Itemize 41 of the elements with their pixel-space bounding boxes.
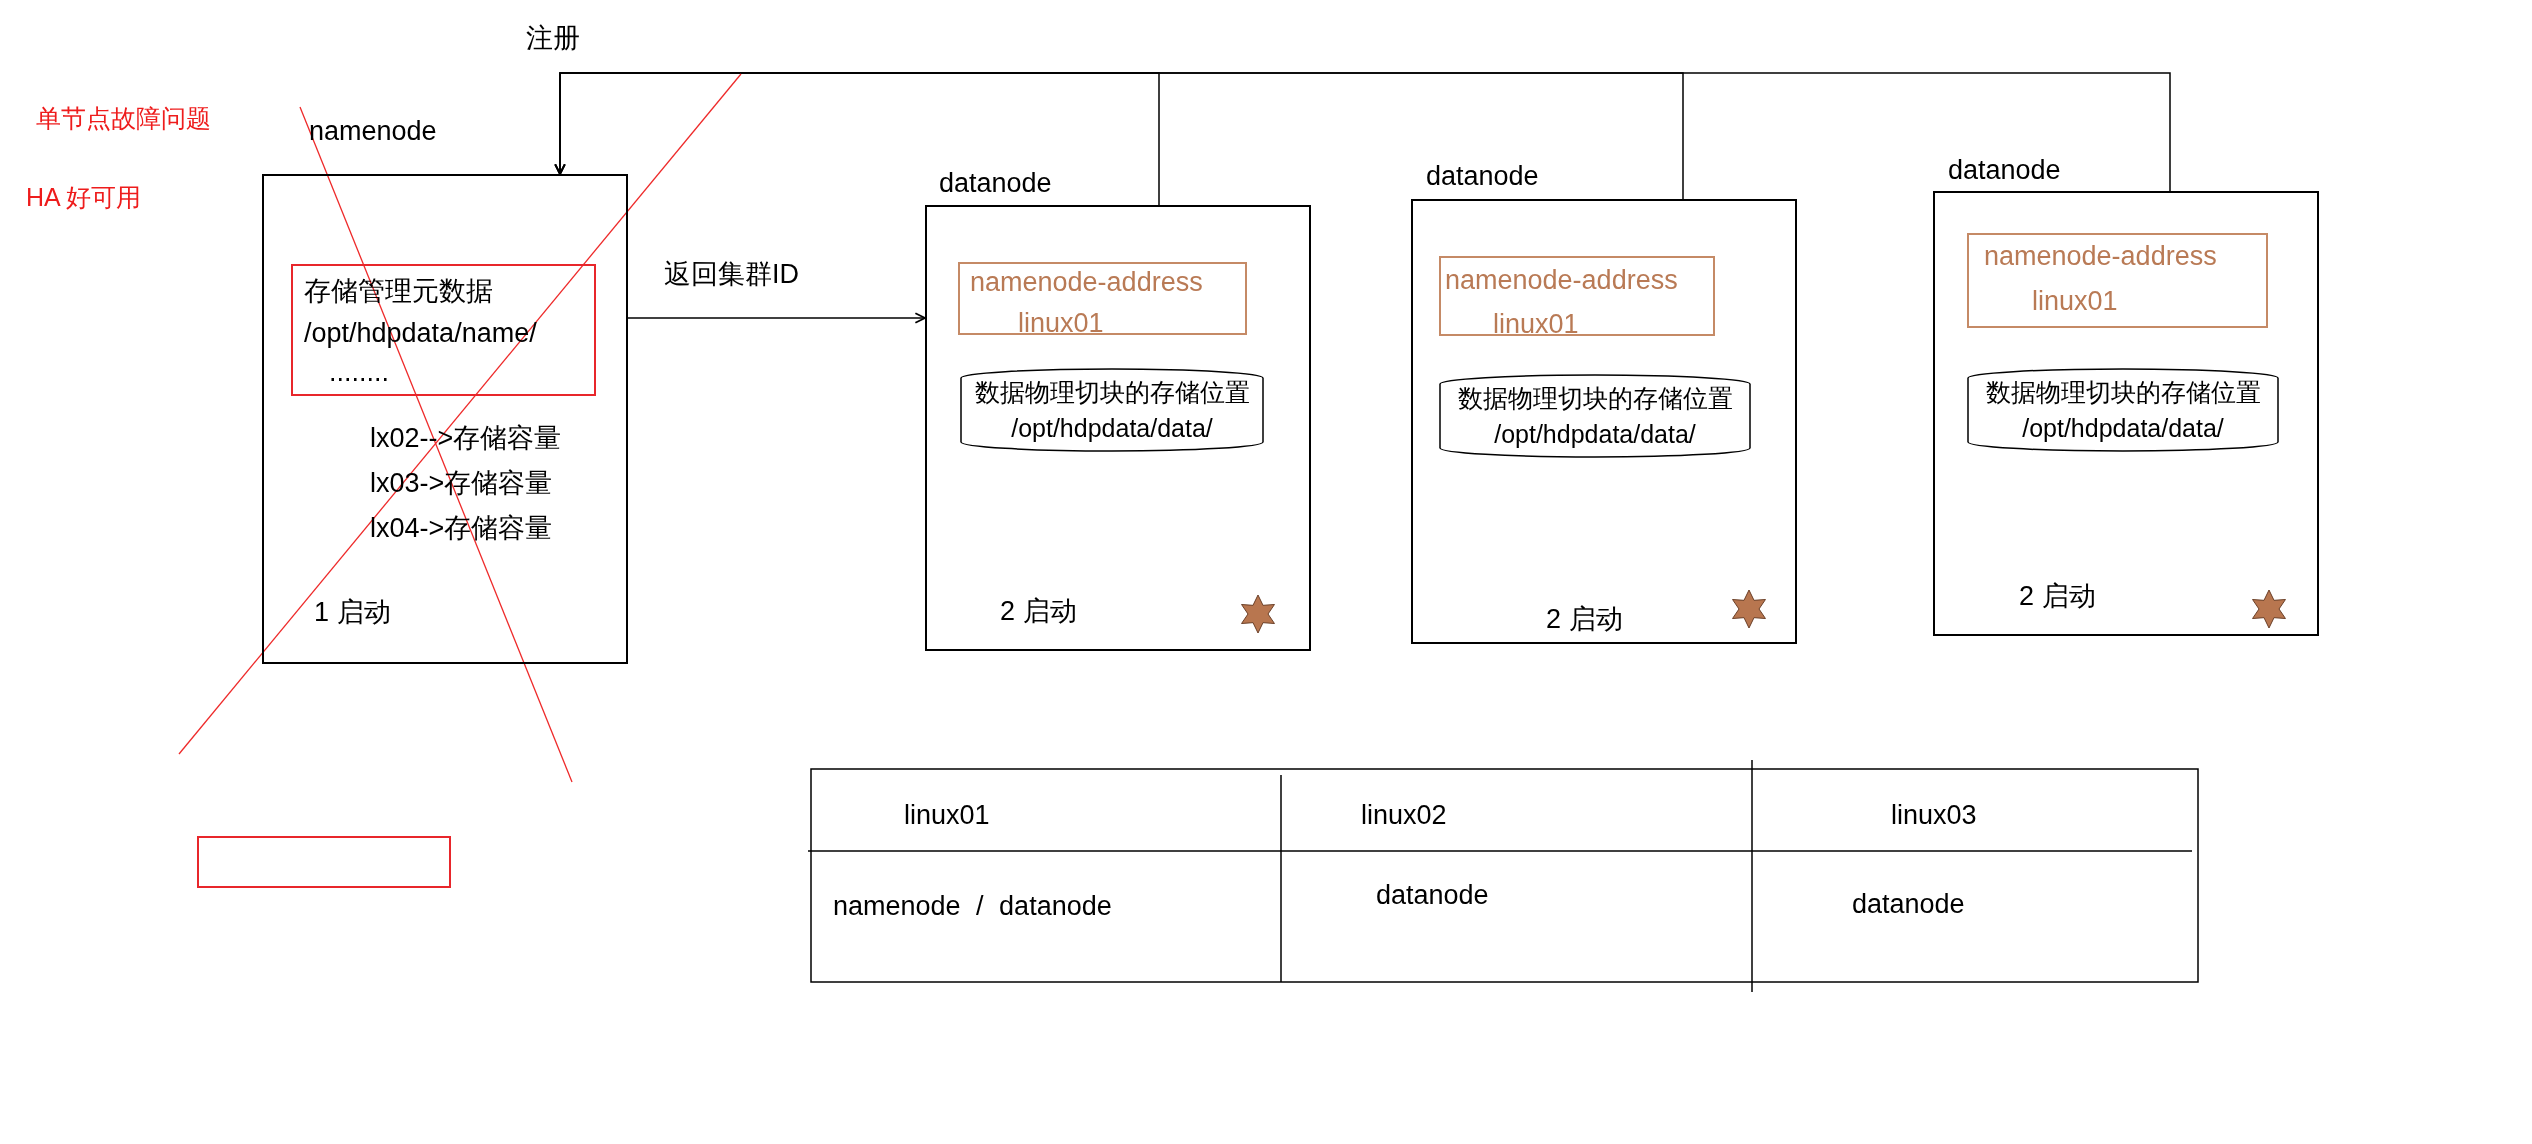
node-text: 1 启动 [314, 596, 391, 628]
table-cell-text: linux01 [904, 799, 990, 831]
storage-cylinder [1439, 374, 1751, 458]
node-title: datanode [1948, 154, 2061, 186]
edge-label: 返回集群ID [662, 258, 801, 290]
node-text: 2 启动 [1000, 595, 1077, 627]
node-title: namenode [309, 115, 437, 147]
connector-arrow [554, 72, 2171, 192]
node-text: 2 启动 [2019, 580, 2096, 612]
node-text: linux01 [1493, 308, 1579, 340]
note-text: 单节点故障问题 [36, 103, 211, 134]
table-cell-text: datanode [1852, 888, 1965, 920]
table-cell-text: namenode / datanode [833, 890, 1112, 922]
node-text: /opt/hdpdata/data/ [1010, 413, 1214, 444]
node-text: linux01 [2032, 285, 2118, 317]
address-frame [1967, 233, 2268, 328]
node-text: 数据物理切块的存储位置 [1984, 377, 2262, 408]
node-text: 2 启动 [1546, 603, 1623, 635]
storage-cylinder [1967, 368, 2279, 452]
address-frame [958, 262, 1247, 335]
storage-cylinder [960, 368, 1264, 452]
table-cell-text: linux02 [1361, 799, 1447, 831]
connector-arrow [627, 312, 926, 324]
address-frame [1439, 256, 1715, 336]
edge-label: 注册 [524, 22, 582, 54]
node-text: ........ [329, 356, 389, 388]
table-cell-text: datanode [1376, 879, 1489, 911]
node-text: 数据物理切块的存储位置 [1456, 383, 1734, 414]
note-text: HA 好可用 [26, 182, 142, 213]
node-text: /opt/hdpdata/data/ [1493, 419, 1697, 450]
node-text: namenode-address [1984, 240, 2217, 272]
node-text: 数据物理切块的存储位置 [973, 377, 1251, 408]
node-text: namenode-address [1445, 264, 1678, 296]
node-text: namenode-address [970, 266, 1203, 298]
node-text: lx04->存储容量 [370, 512, 553, 544]
table-cell-text: linux03 [1891, 799, 1977, 831]
node-text: linux01 [1018, 307, 1104, 339]
node-title: datanode [939, 167, 1052, 199]
node-title: datanode [1426, 160, 1539, 192]
node-text: /opt/hdpdata/data/ [2021, 413, 2225, 444]
empty-frame [197, 836, 451, 888]
